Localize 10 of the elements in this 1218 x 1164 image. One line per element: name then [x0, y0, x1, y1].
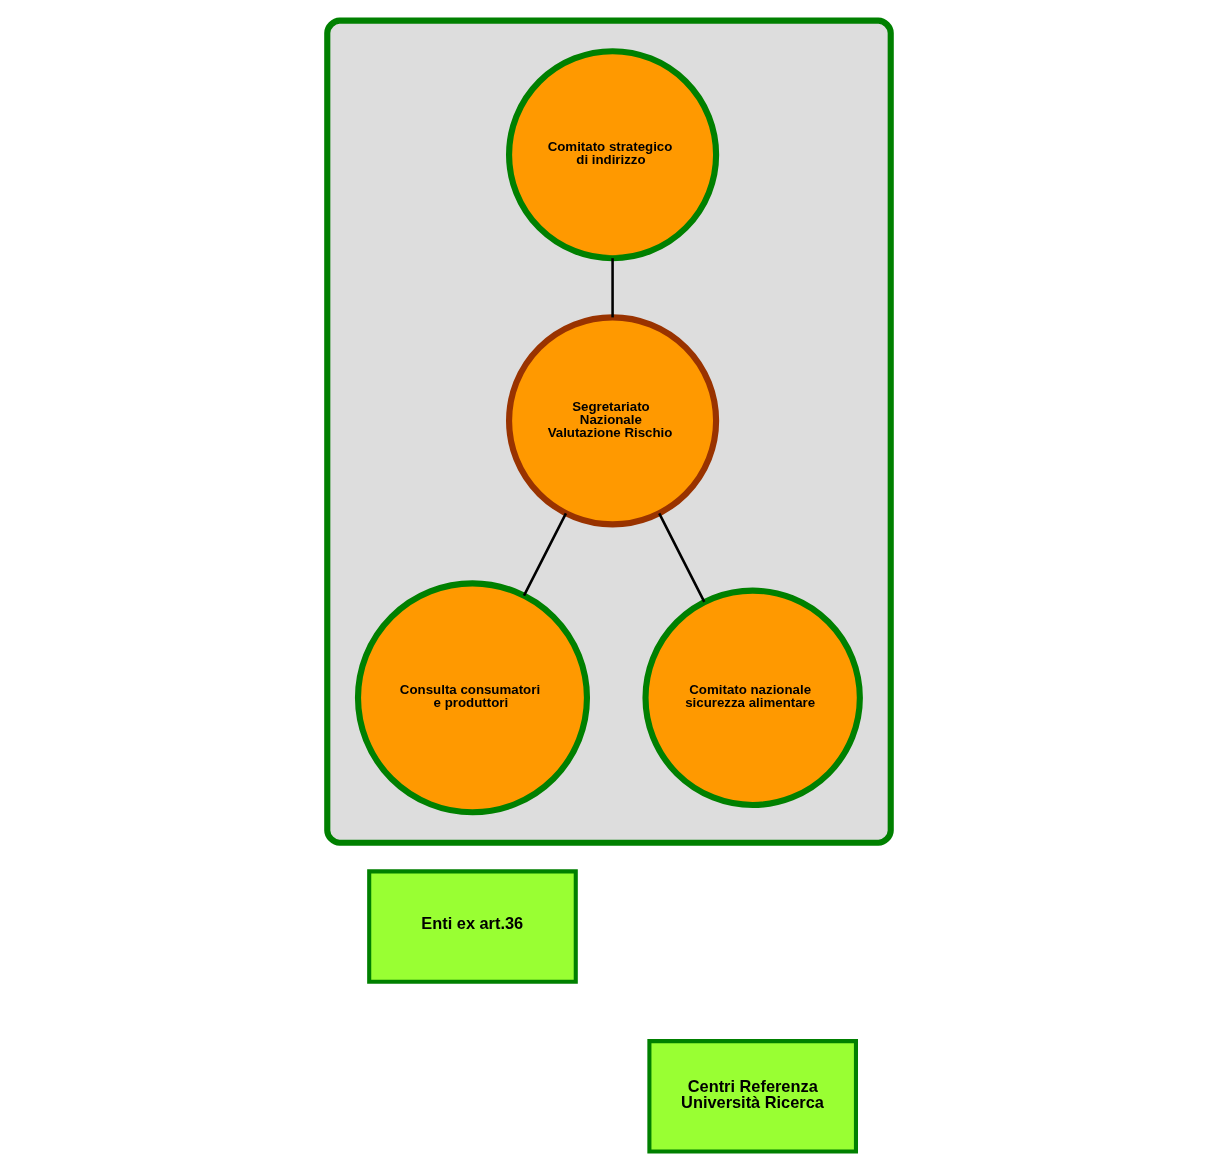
node-box: Enti ex art.36: [367, 869, 578, 984]
node-circle: Comitato nazionale sicurezza alimentare: [642, 587, 863, 809]
connector: [522, 512, 568, 597]
node-circle: Consulta consumatori e produttori: [354, 580, 591, 816]
node-circle: Segretariato Nazionale Valutazione Rischio: [506, 314, 720, 528]
connector: [611, 258, 614, 318]
node-box: Centri Referenza Università Ricerca: [647, 1039, 858, 1154]
cluster: [324, 17, 894, 846]
connector: [658, 512, 706, 603]
node-circle: Comitato strategico di indirizzo: [506, 48, 720, 262]
